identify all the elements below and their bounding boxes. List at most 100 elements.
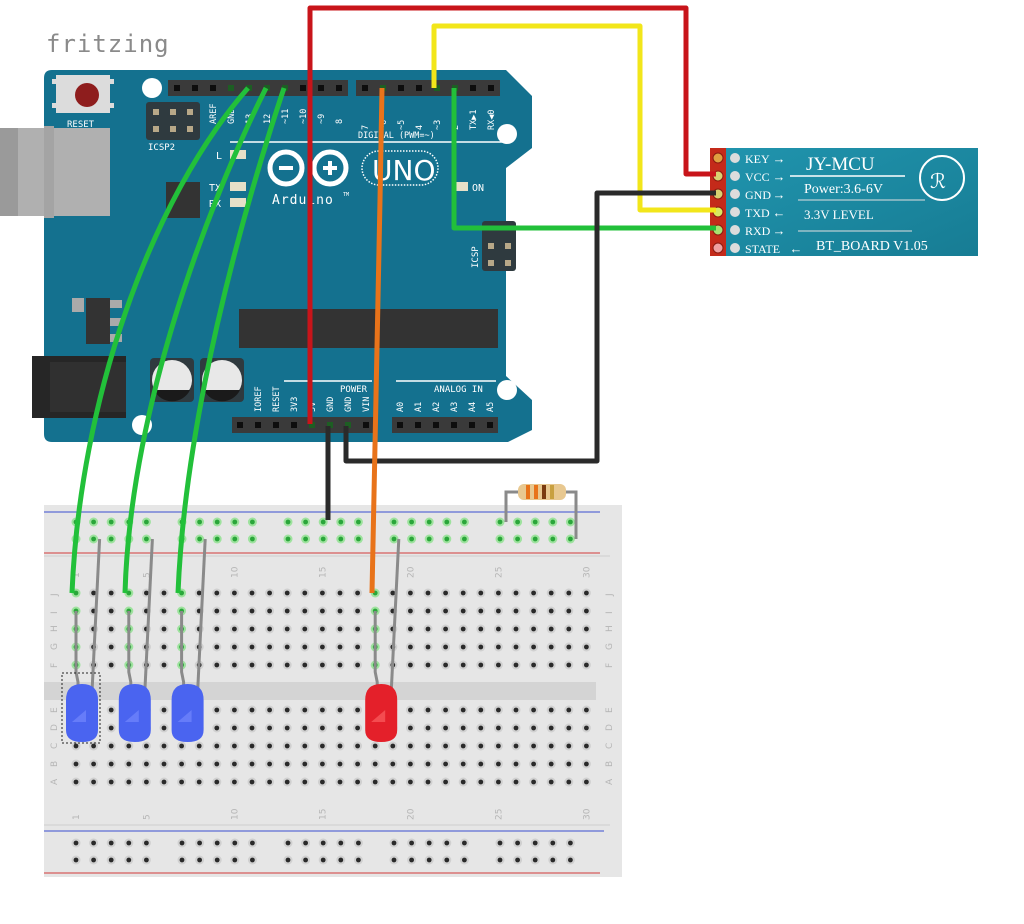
header-pin[interactable] xyxy=(264,85,270,91)
header-pin[interactable] xyxy=(318,85,324,91)
hole-center xyxy=(460,644,466,650)
header-pin[interactable] xyxy=(273,422,279,428)
hole-center xyxy=(91,590,96,596)
hole-center xyxy=(267,707,272,713)
header-pin[interactable] xyxy=(237,422,243,428)
hole-center xyxy=(532,536,538,542)
header-pin[interactable] xyxy=(255,422,261,428)
bluetooth-module[interactable]: KEY→VCC→GND→TXD←RXD→STATE← JY-MCU Power:… xyxy=(710,148,978,256)
bt-pin-key[interactable] xyxy=(712,152,724,164)
hole-center xyxy=(355,590,360,596)
column-number: 30 xyxy=(582,808,592,820)
led-blue[interactable] xyxy=(61,538,102,744)
wire-pin11-led3[interactable] xyxy=(175,87,287,594)
header-pin[interactable] xyxy=(398,85,404,91)
wire-gnd-bt[interactable] xyxy=(343,190,716,464)
hole-center xyxy=(408,761,413,767)
hole-center xyxy=(161,608,167,614)
hole-center xyxy=(338,519,344,525)
hole-center xyxy=(356,857,361,863)
hole-center xyxy=(250,536,255,542)
header-pin[interactable] xyxy=(336,85,342,91)
hole-center xyxy=(126,743,132,749)
led-blue[interactable] xyxy=(118,538,154,742)
bt-pin-label: KEY xyxy=(745,152,770,166)
header-pin[interactable] xyxy=(451,422,457,428)
hole-center xyxy=(568,536,573,542)
bt-pin-pad xyxy=(730,207,740,217)
hole-center xyxy=(443,590,448,596)
icsp2-pin xyxy=(153,126,159,132)
led-red[interactable] xyxy=(365,538,401,742)
header-pin[interactable] xyxy=(488,85,494,91)
pin-label: ~11 xyxy=(281,109,291,124)
row-label: C xyxy=(605,743,615,749)
header-pin[interactable] xyxy=(282,85,288,91)
hole-center xyxy=(232,857,238,863)
header-pin[interactable] xyxy=(362,85,368,91)
header-pin[interactable] xyxy=(469,422,475,428)
resistor[interactable] xyxy=(504,484,578,539)
wire-5v-vcc[interactable] xyxy=(307,5,716,424)
hole-center xyxy=(408,590,413,596)
hole-center xyxy=(462,857,467,863)
row-label: H xyxy=(50,625,60,632)
hole-center xyxy=(196,743,202,749)
hole-center xyxy=(267,626,272,632)
hole-center xyxy=(408,626,413,632)
wires xyxy=(69,5,716,594)
hole-center xyxy=(232,725,237,731)
header-pin[interactable] xyxy=(345,422,351,428)
header-pin[interactable] xyxy=(487,422,493,428)
reset-button[interactable] xyxy=(52,75,114,113)
hole-center xyxy=(355,707,360,713)
wire-pin12-led2[interactable] xyxy=(122,86,269,594)
usb-connector-lip xyxy=(44,126,54,218)
hole-center xyxy=(425,779,431,785)
header-pin[interactable] xyxy=(470,85,476,91)
hole-center xyxy=(460,590,466,596)
icsp-label: ICSP xyxy=(471,246,481,268)
header-pin[interactable] xyxy=(433,422,439,428)
led-blue[interactable] xyxy=(171,538,207,742)
mounting-hole xyxy=(497,124,517,144)
header-pin[interactable] xyxy=(434,85,440,91)
header-pin[interactable] xyxy=(246,85,252,91)
header-pin[interactable] xyxy=(300,85,306,91)
resistor-band xyxy=(550,485,554,499)
wire-6-led4[interactable] xyxy=(369,87,385,594)
pin-label: A3 xyxy=(450,402,460,412)
pin-label: AREF xyxy=(209,104,219,124)
header-pin[interactable] xyxy=(210,85,216,91)
header-pin[interactable] xyxy=(416,85,422,91)
hole-center xyxy=(425,626,431,632)
header-pin[interactable] xyxy=(397,422,403,428)
hole-center xyxy=(462,519,467,525)
hole-center xyxy=(496,608,501,614)
hole-center xyxy=(443,644,448,650)
hole-center xyxy=(531,626,536,632)
hole-center xyxy=(214,779,220,785)
wire-d2-rxd[interactable] xyxy=(451,88,716,231)
hole-center xyxy=(179,761,185,767)
hole-center xyxy=(337,608,343,614)
header-pin[interactable] xyxy=(327,422,333,428)
header-pin[interactable] xyxy=(228,85,234,91)
hole-center xyxy=(531,608,536,614)
hole-center xyxy=(232,519,238,525)
header-pin[interactable] xyxy=(309,422,315,428)
wire-d3-txd[interactable] xyxy=(431,23,716,213)
hole-center xyxy=(566,761,572,767)
header-pin[interactable] xyxy=(380,85,386,91)
arduino-logo xyxy=(267,149,349,187)
header-pin[interactable] xyxy=(415,422,421,428)
hole-center xyxy=(355,779,360,785)
wire-pin13-led1[interactable] xyxy=(69,86,250,594)
hole-center xyxy=(497,536,503,542)
bt-pin-state[interactable] xyxy=(712,242,724,254)
header-pin[interactable] xyxy=(363,422,369,428)
header-pin[interactable] xyxy=(192,85,198,91)
hole-center xyxy=(460,725,466,731)
header-pin[interactable] xyxy=(291,422,297,428)
header-pin[interactable] xyxy=(174,85,180,91)
